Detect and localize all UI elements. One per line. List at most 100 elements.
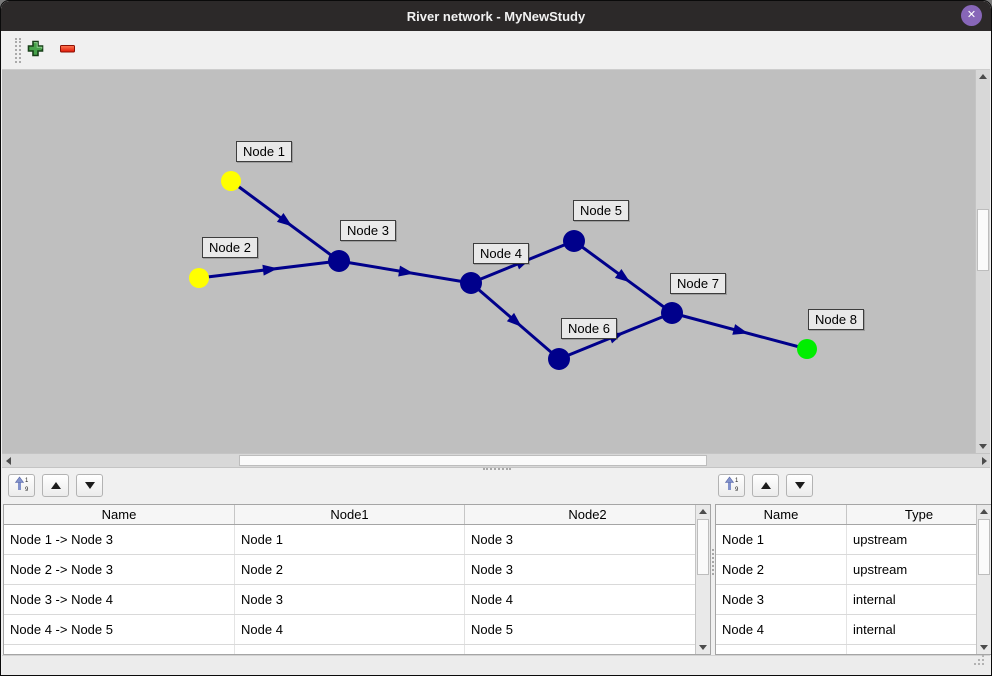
edge-arrow-icon [732, 324, 749, 335]
node-label[interactable]: Node 8 [808, 309, 864, 330]
move-down-button[interactable] [76, 474, 103, 497]
table-cell: Node 4 [235, 615, 465, 644]
left-arrow-icon [5, 456, 11, 465]
edge-arrow-icon [398, 265, 414, 277]
svg-text:9: 9 [25, 487, 29, 492]
column-header[interactable]: Name [716, 505, 847, 524]
sort-button[interactable]: 1 9 [8, 474, 35, 497]
node-node-7[interactable] [661, 302, 683, 324]
vertical-scroll-thumb[interactable] [978, 519, 990, 575]
table-cell: internal [853, 592, 896, 607]
node-label[interactable]: Node 6 [561, 318, 617, 339]
column-header[interactable]: Type [904, 507, 934, 522]
move-up-button[interactable] [752, 474, 779, 497]
up-arrow-icon [760, 482, 771, 489]
vertical-scroll-thumb[interactable] [697, 519, 709, 575]
horizontal-scroll-thumb[interactable] [239, 455, 707, 466]
main-toolbar [2, 31, 990, 70]
node-label[interactable]: Node 3 [340, 220, 396, 241]
edge-arrow-icon [276, 213, 293, 227]
table-header-row: Name Type [716, 505, 991, 525]
table-splitter-handle[interactable] [712, 549, 716, 575]
scroll-left-button[interactable] [2, 454, 14, 467]
table-row[interactable]: Node 3 internal [716, 585, 991, 615]
add-button[interactable] [23, 38, 47, 62]
edge-arrow-icon [506, 312, 522, 327]
remove-icon [58, 39, 77, 61]
table-cell: Node 4 -> Node 5 [4, 615, 235, 644]
window-title: River network - MyNewStudy [406, 8, 586, 24]
table-cell: Node 1 [235, 525, 465, 554]
pane-toolbar-row: 1 9 1 9 [2, 468, 990, 504]
nodes-table-scrollbar[interactable] [976, 505, 991, 654]
column-header[interactable]: Node1 [235, 505, 465, 524]
scroll-down-button[interactable] [977, 641, 991, 654]
table-cell [235, 645, 465, 654]
river-network-canvas[interactable]: Node 1 Node 2 Node 3 Node 4 Node 5 Node 6 Node… [2, 70, 977, 453]
canvas-vertical-scrollbar[interactable] [975, 70, 990, 453]
scroll-up-button[interactable] [976, 70, 990, 83]
down-arrow-icon [699, 645, 707, 650]
table-cell: Node 3 [716, 585, 847, 614]
remove-button[interactable] [55, 38, 79, 62]
title-bar: River network - MyNewStudy ✕ [1, 1, 991, 31]
table-row[interactable] [716, 645, 991, 654]
node-label[interactable]: Node 2 [202, 237, 258, 258]
up-arrow-icon [979, 74, 987, 79]
canvas-horizontal-scrollbar[interactable] [2, 453, 990, 468]
node-node-8[interactable] [797, 339, 817, 359]
table-cell: Node 2 [716, 555, 847, 584]
table-cell [716, 645, 847, 654]
table-cell: Node 5 [471, 622, 513, 637]
right-arrow-icon [981, 456, 987, 465]
table-row[interactable] [4, 645, 710, 654]
branches-table-scrollbar[interactable] [695, 505, 710, 654]
table-cell: Node 1 [716, 525, 847, 554]
vertical-scroll-thumb[interactable] [977, 209, 989, 271]
node-label[interactable]: Node 1 [236, 141, 292, 162]
up-arrow-icon [980, 509, 988, 514]
toolbar-grip-handle[interactable] [15, 38, 21, 63]
scroll-up-button[interactable] [977, 505, 991, 518]
node-node-6[interactable] [548, 348, 570, 370]
table-cell [847, 645, 991, 654]
node-label[interactable]: Node 5 [573, 200, 629, 221]
table-cell: Node 3 [471, 562, 513, 577]
network-graph [189, 171, 817, 370]
sort-button[interactable]: 1 9 [718, 474, 745, 497]
move-up-button[interactable] [42, 474, 69, 497]
node-node-3[interactable] [328, 250, 350, 272]
table-cell: Node 3 -> Node 4 [4, 585, 235, 614]
node-node-2[interactable] [189, 268, 209, 288]
close-button[interactable]: ✕ [961, 5, 982, 26]
resize-grip-icon[interactable] [973, 654, 986, 672]
pane-splitter-handle[interactable] [483, 468, 511, 472]
node-node-5[interactable] [563, 230, 585, 252]
table-cell: Node 1 -> Node 3 [4, 525, 235, 554]
scroll-right-button[interactable] [978, 454, 990, 467]
table-cell: Node 3 [235, 585, 465, 614]
column-header[interactable]: Node2 [568, 507, 607, 522]
down-arrow-icon [794, 482, 805, 489]
svg-text:1: 1 [25, 478, 29, 484]
scroll-up-button[interactable] [696, 505, 710, 518]
column-header[interactable]: Name [4, 505, 235, 524]
node-node-4[interactable] [460, 272, 482, 294]
scroll-down-button[interactable] [696, 641, 710, 654]
node-label[interactable]: Node 4 [473, 243, 529, 264]
down-arrow-icon [979, 444, 987, 449]
scroll-down-button[interactable] [976, 440, 990, 453]
node-node-1[interactable] [221, 171, 241, 191]
node-label[interactable]: Node 7 [670, 273, 726, 294]
svg-text:1: 1 [735, 478, 739, 484]
move-down-button[interactable] [786, 474, 813, 497]
